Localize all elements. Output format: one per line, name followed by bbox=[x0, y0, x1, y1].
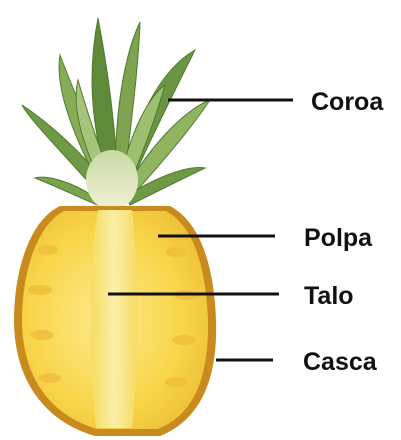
label-pulp-text: Polpa bbox=[304, 224, 373, 252]
label-skin: Casca bbox=[216, 348, 378, 376]
label-skin-text: Casca bbox=[303, 348, 378, 376]
pineapple-core bbox=[91, 210, 137, 428]
label-crown-text: Coroa bbox=[311, 88, 384, 116]
crown-base bbox=[86, 150, 138, 210]
pineapple-crown bbox=[22, 18, 210, 210]
pineapple-body bbox=[14, 206, 216, 436]
label-core-text: Talo bbox=[304, 282, 354, 310]
